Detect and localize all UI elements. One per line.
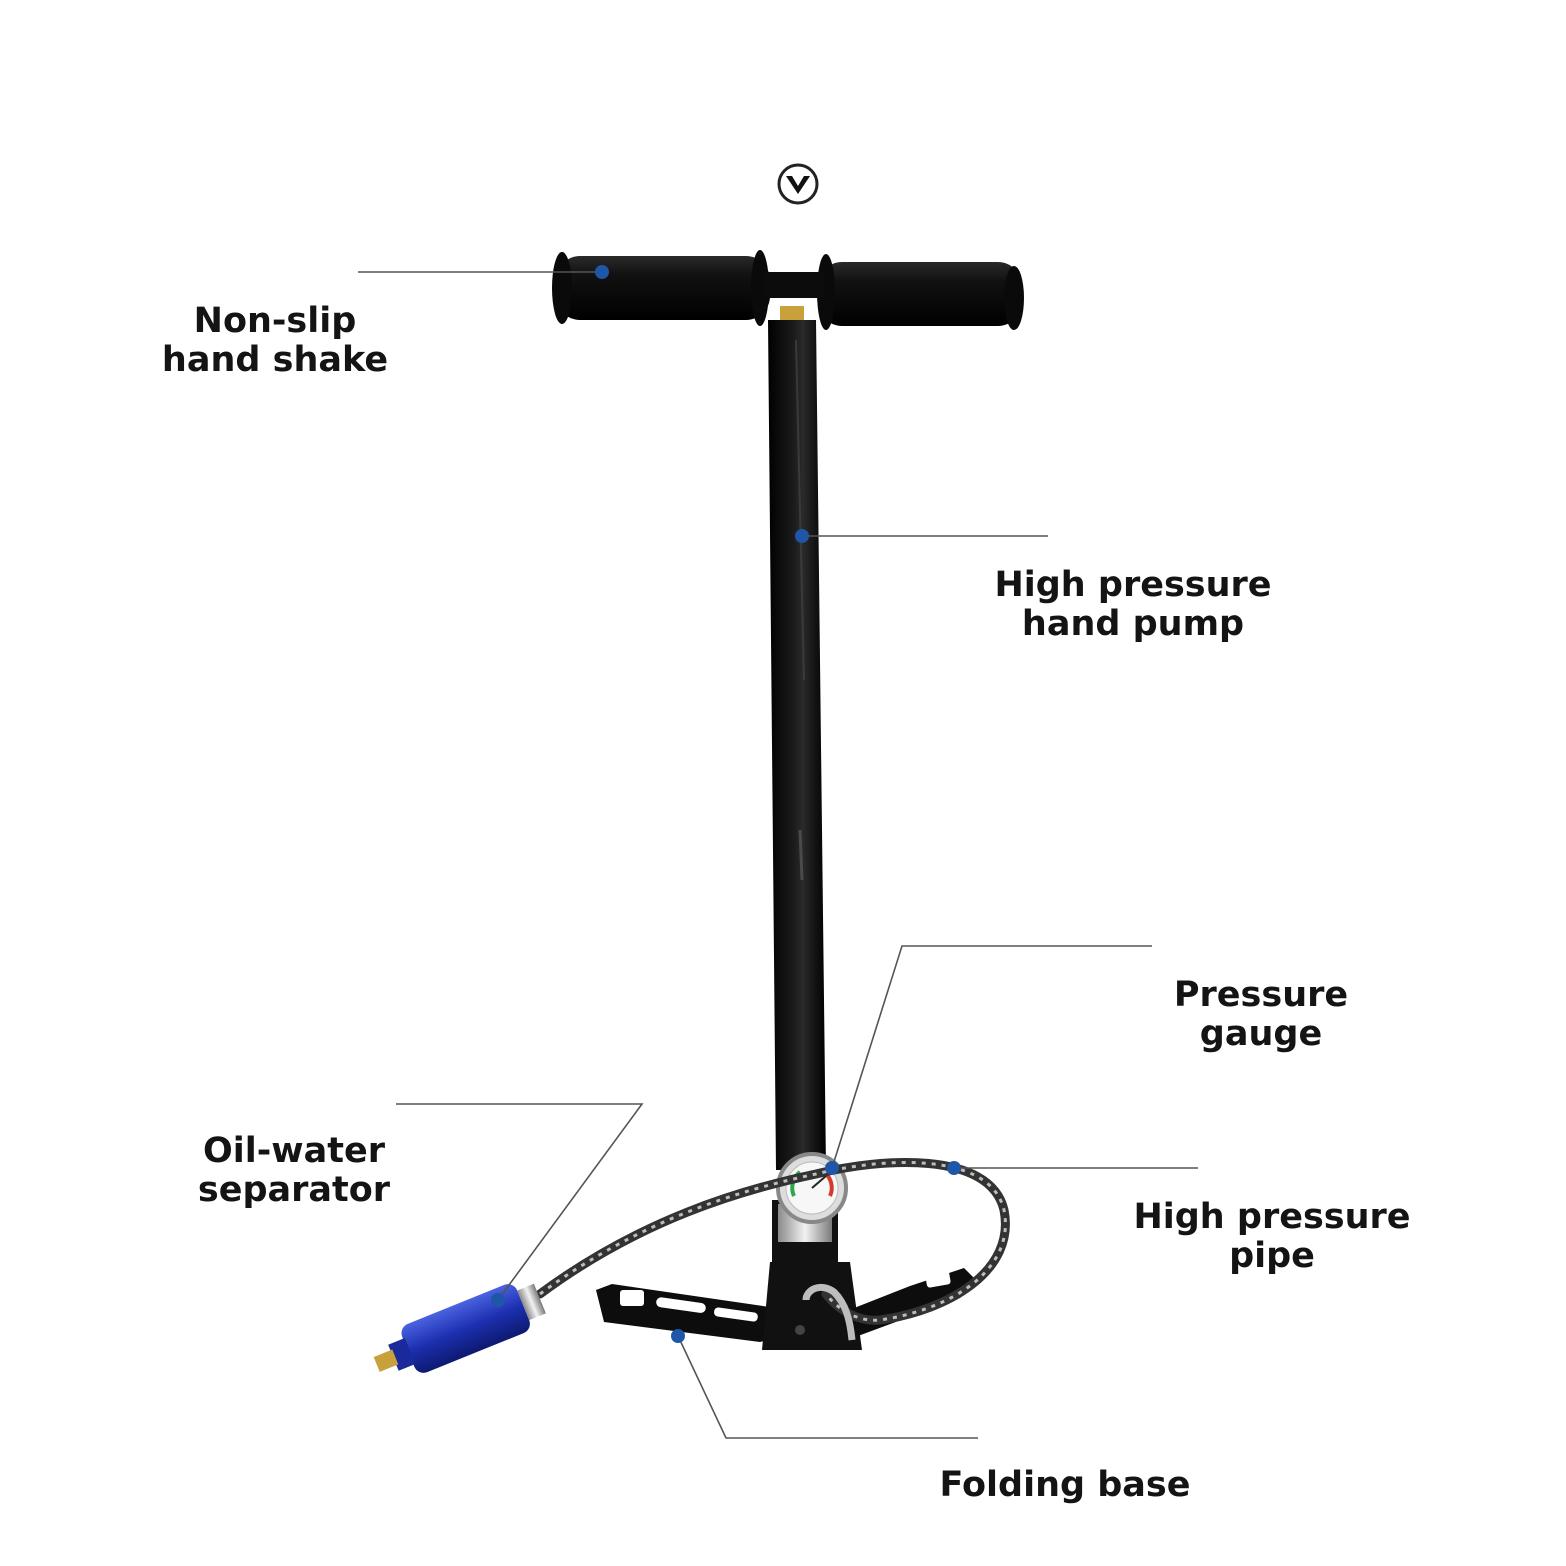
label-high-pressure-hand-pump: High pressure hand pump	[985, 566, 1281, 644]
label-line: gauge	[1199, 1014, 1323, 1054]
label-line: Pressure	[1173, 975, 1349, 1015]
marker-dot	[491, 1293, 505, 1307]
oil-water-separator	[373, 1283, 546, 1373]
label-oil-water-separator: Oil-water separator	[176, 1132, 412, 1210]
label-line: Oil-water	[203, 1131, 385, 1171]
marker-dot	[825, 1161, 839, 1175]
marker-dot	[795, 529, 809, 543]
marker-dot	[595, 265, 609, 279]
handle-grips	[552, 250, 1024, 330]
label-non-slip-handle: Non-slip hand shake	[160, 302, 390, 380]
pump-tube	[768, 320, 826, 1170]
marker-dot	[947, 1161, 961, 1175]
label-line: High pressure	[994, 565, 1272, 605]
marker-dots	[491, 265, 961, 1343]
label-line: separator	[197, 1170, 391, 1210]
label-line: hand pump	[1021, 604, 1245, 644]
label-line: pipe	[1229, 1236, 1315, 1276]
leader-lines	[358, 271, 1198, 1439]
label-line: High pressure	[1133, 1197, 1411, 1237]
high-pressure-hose	[535, 1158, 1010, 1341]
label-line: Non-slip	[193, 301, 357, 341]
label-line: hand shake	[161, 340, 389, 380]
label-pressure-gauge: Pressure gauge	[1156, 976, 1366, 1054]
chevron-down-circle-icon	[777, 163, 819, 205]
label-line: Folding base	[939, 1465, 1191, 1505]
marker-dot	[671, 1329, 685, 1343]
label-high-pressure-pipe: High pressure pipe	[1124, 1198, 1420, 1276]
label-folding-base: Folding base	[920, 1466, 1210, 1505]
